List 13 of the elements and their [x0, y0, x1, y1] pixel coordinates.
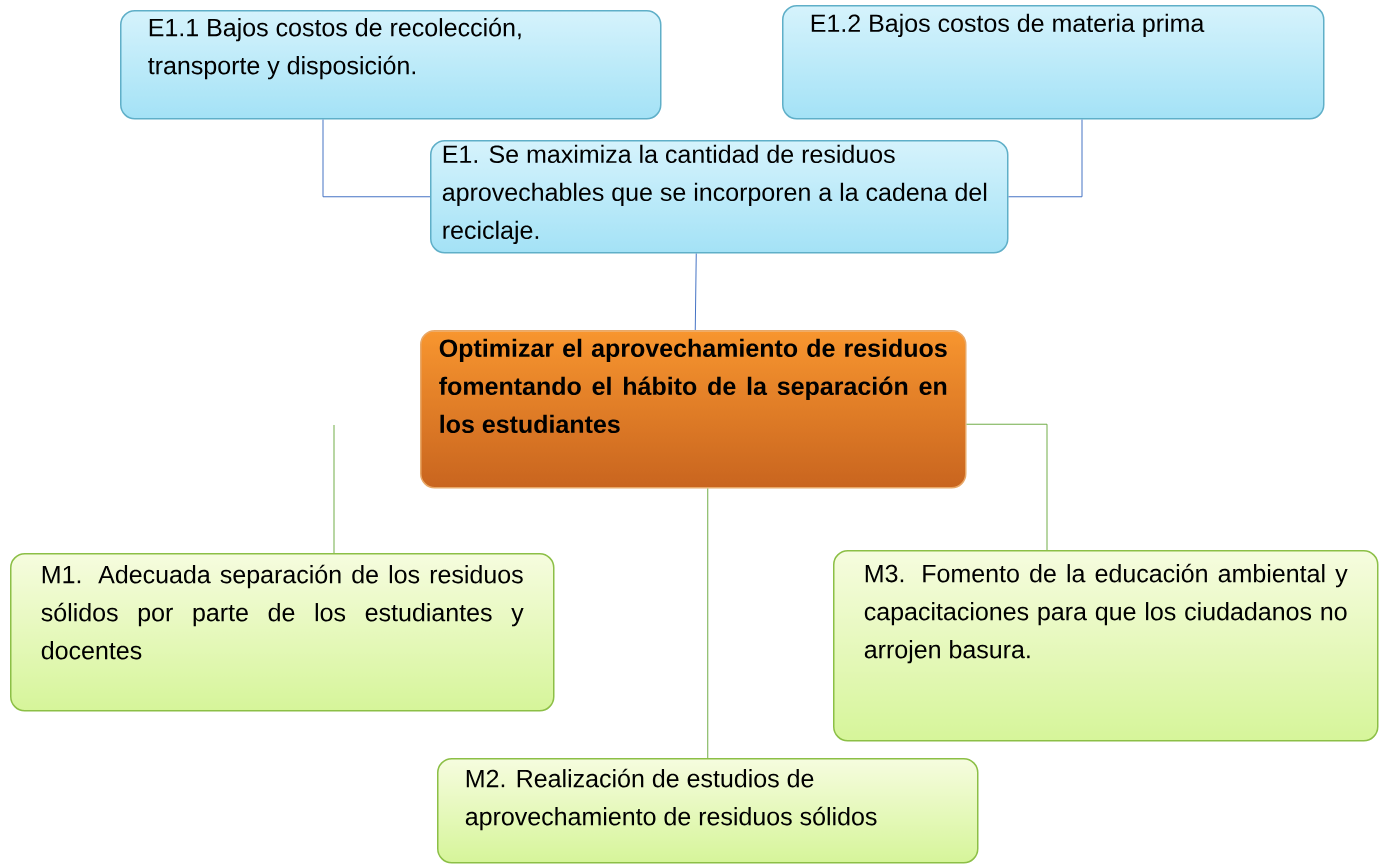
connector-line	[1008, 119, 1083, 198]
objective-box: Optimizar el aprovechamiento de residuos fomentando el hábito de la separación en los estudiantes	[420, 330, 967, 489]
connector-line	[333, 424, 335, 554]
connector-line	[707, 488, 709, 759]
means-box: M2. Realización de estudios de aprovechamiento de residuos sólidos	[437, 758, 979, 864]
means-box: M1. Adecuada separación de los residuos sólidos por parte de los estudiantes y docentes	[10, 553, 555, 712]
effect-box: E1. Se maximiza la cantidad de residuos aprovechables que se incorporen a la cadena del reciclaje.	[430, 140, 1009, 254]
effect-box: E1.2 Bajos costos de materia prima	[782, 5, 1325, 120]
connector-line	[694, 253, 697, 331]
connector-line	[322, 119, 431, 198]
effect-box: E1.1 Bajos costos de recolección, transporte y disposición.	[120, 10, 662, 120]
means-box: M3. Fomento de la educación ambiental y capacitaciones para que los ciudadanos no arrojen basura.	[833, 550, 1379, 742]
connector-line	[966, 423, 1048, 551]
